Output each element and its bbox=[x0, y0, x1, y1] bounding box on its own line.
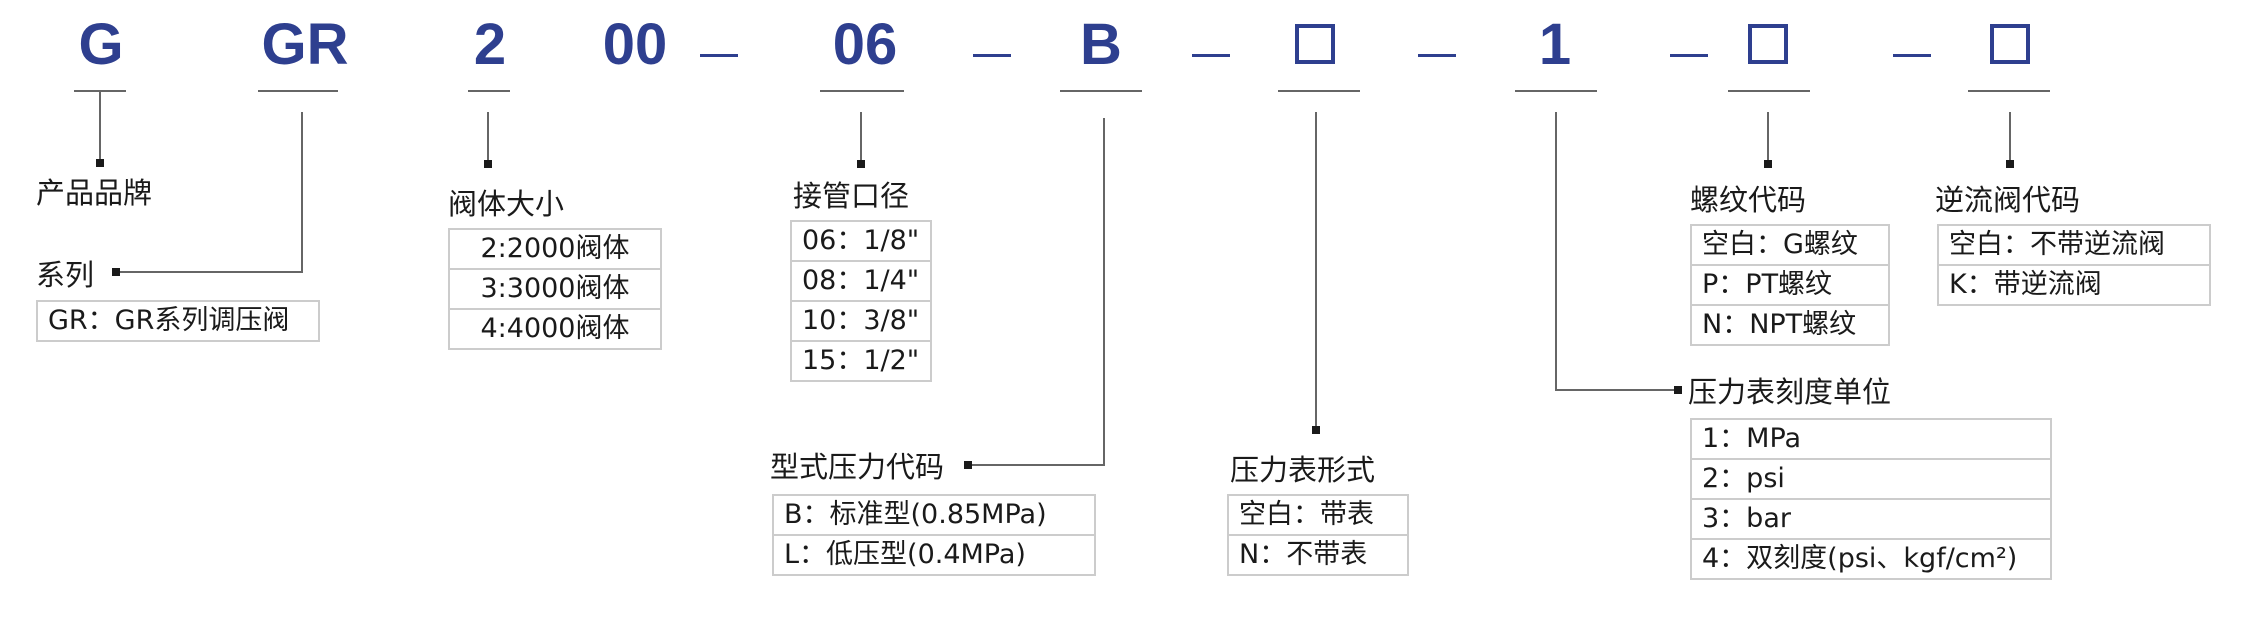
placeholder-box-icon bbox=[1748, 24, 1788, 64]
connector-unit bbox=[1555, 112, 1676, 391]
option-row: 空白：G螺纹 bbox=[1692, 226, 1888, 266]
code-unit: 1 bbox=[1538, 12, 1572, 77]
code-size: 2 bbox=[473, 12, 507, 77]
connector-pressure bbox=[968, 118, 1105, 466]
option-row: 08：1/4" bbox=[792, 262, 930, 302]
group-title-unit: 压力表刻度单位 bbox=[1688, 375, 1892, 409]
group-title-brand: 产品品牌 bbox=[36, 176, 153, 210]
option-box-pressure: B：标准型(0.85MPa)L：低压型(0.4MPa) bbox=[772, 494, 1096, 576]
code-underline bbox=[1968, 90, 2050, 92]
code-port: 06 bbox=[832, 12, 898, 77]
connector-dot bbox=[857, 160, 865, 168]
code-size-suffix: 00 bbox=[602, 12, 668, 77]
code-check bbox=[1990, 10, 2030, 80]
connector-dot bbox=[964, 461, 972, 469]
option-row: 3:3000阀体 bbox=[450, 270, 660, 310]
option-row: 空白：不带逆流阀 bbox=[1939, 226, 2209, 266]
connector-dot bbox=[2006, 160, 2014, 168]
group-title-check: 逆流阀代码 bbox=[1935, 183, 2081, 217]
placeholder-box-icon bbox=[1295, 24, 1335, 64]
connector-dot bbox=[1674, 386, 1682, 394]
option-box-series: GR：GR系列调压阀 bbox=[36, 300, 320, 342]
group-title-thread: 螺纹代码 bbox=[1690, 183, 1807, 217]
code-underline bbox=[820, 90, 904, 92]
group-title-pressure: 型式压力代码 bbox=[770, 450, 945, 484]
separator-dash bbox=[1670, 54, 1708, 57]
code-pressure: B bbox=[1080, 12, 1122, 77]
code-underline bbox=[1278, 90, 1360, 92]
separator-dash bbox=[700, 54, 738, 57]
connector-dot bbox=[112, 268, 120, 276]
placeholder-box-icon bbox=[1990, 24, 2030, 64]
group-title-port: 接管口径 bbox=[793, 179, 910, 213]
option-row: 06：1/8" bbox=[792, 222, 930, 262]
separator-dash bbox=[973, 54, 1011, 57]
code-brand: G bbox=[78, 12, 124, 77]
connector-dot bbox=[96, 159, 104, 167]
separator-dash bbox=[1893, 54, 1931, 57]
separator-dash bbox=[1418, 54, 1456, 57]
code-underline bbox=[468, 90, 510, 92]
option-row: 2：psi bbox=[1692, 460, 2050, 500]
code-underline bbox=[74, 90, 126, 92]
option-row: 4：双刻度(psi、kgf/cm²) bbox=[1692, 540, 2050, 580]
option-row: L：低压型(0.4MPa) bbox=[774, 536, 1094, 576]
option-row: P：PT螺纹 bbox=[1692, 266, 1888, 306]
option-row: 15：1/2" bbox=[792, 342, 930, 382]
code-underline bbox=[1060, 90, 1142, 92]
option-row: 10：3/8" bbox=[792, 302, 930, 342]
group-title-series: 系列 bbox=[36, 258, 95, 292]
connector-series bbox=[116, 112, 303, 273]
option-row: N：不带表 bbox=[1229, 536, 1407, 576]
option-row: 3：bar bbox=[1692, 500, 2050, 540]
code-underline bbox=[1515, 90, 1597, 92]
group-title-size: 阀体大小 bbox=[448, 187, 565, 221]
code-series: GR bbox=[261, 12, 349, 77]
option-row: 1：MPa bbox=[1692, 420, 2050, 460]
option-box-port: 06：1/8"08：1/4"10：3/8"15：1/2" bbox=[790, 220, 932, 382]
option-row: 2:2000阀体 bbox=[450, 230, 660, 270]
connector-dot bbox=[484, 160, 492, 168]
connector-dot bbox=[1312, 426, 1320, 434]
code-gauge bbox=[1295, 10, 1335, 80]
code-underline bbox=[1728, 90, 1810, 92]
option-row: N：NPT螺纹 bbox=[1692, 306, 1888, 346]
connector-dot bbox=[1764, 160, 1772, 168]
code-thread bbox=[1748, 10, 1788, 80]
option-row: K：带逆流阀 bbox=[1939, 266, 2209, 306]
code-underline bbox=[258, 90, 338, 92]
option-row: 空白：带表 bbox=[1229, 496, 1407, 536]
separator-dash bbox=[1192, 54, 1230, 57]
group-title-gauge: 压力表形式 bbox=[1230, 453, 1376, 487]
option-row: 4:4000阀体 bbox=[450, 310, 660, 350]
option-row: GR：GR系列调压阀 bbox=[38, 302, 318, 342]
option-row: B：标准型(0.85MPa) bbox=[774, 496, 1094, 536]
